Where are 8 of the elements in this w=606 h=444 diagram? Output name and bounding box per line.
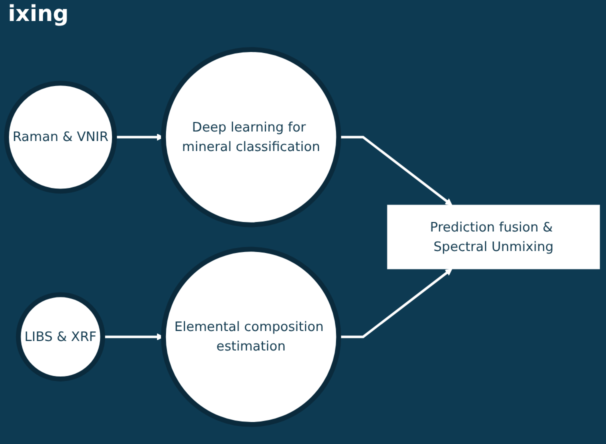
node-circle: Deep learning for mineral classification [160,47,342,228]
node-box: Prediction fusion & Spectral Unmixing [387,204,600,270]
arrow [338,268,452,338]
title: ixing [8,2,69,27]
node-circle: LIBS & XRF [16,292,106,382]
node-circle: Elemental composition estimation [160,246,342,427]
arrow [338,136,452,206]
node-circle: Raman & VNIR [4,80,117,194]
